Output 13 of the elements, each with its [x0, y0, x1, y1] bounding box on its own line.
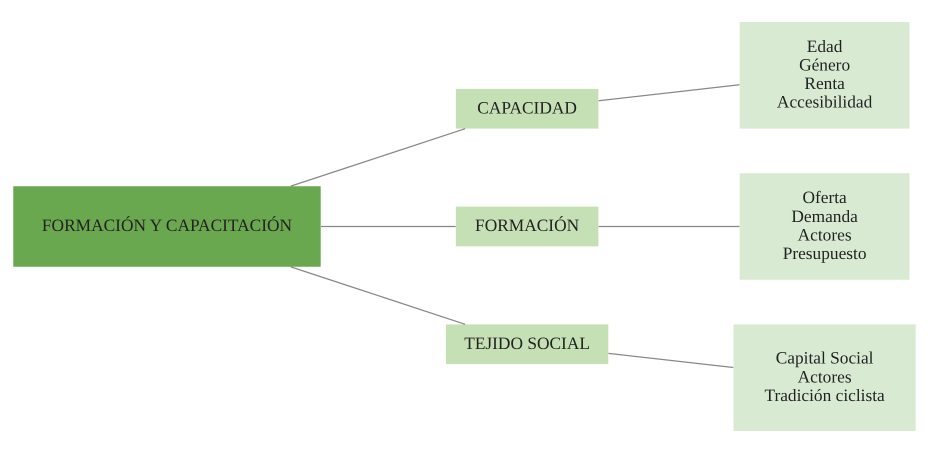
connector: [290, 128, 466, 187]
node-box: TEJIDO SOCIAL: [446, 324, 608, 364]
node-box: FORMACIÓN Y CAPACITACIÓN: [13, 186, 321, 267]
node-box: Oferta Demanda Actores Presupuesto: [740, 173, 910, 280]
node-box: FORMACIÓN: [456, 206, 598, 246]
connector: [598, 84, 740, 102]
connector: [608, 352, 734, 368]
node-box: CAPACIDAD: [456, 88, 598, 129]
node-box: Capital Social Actores Tradición ciclista: [734, 324, 916, 432]
connector: [598, 226, 740, 228]
connector: [290, 266, 466, 325]
node-box: Edad Género Renta Accesibilidad: [740, 22, 910, 129]
connector: [320, 226, 456, 228]
